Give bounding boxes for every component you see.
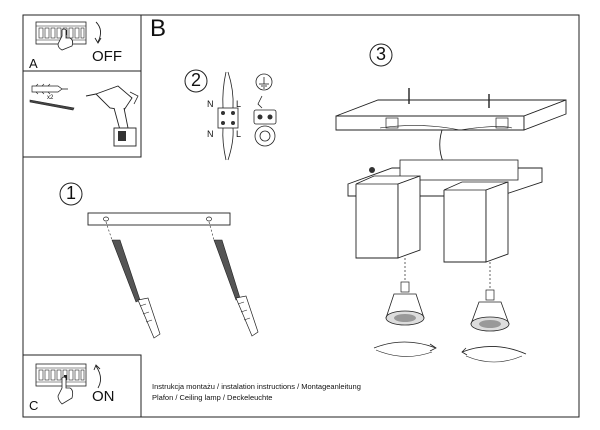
- neutral-label: N: [207, 129, 214, 139]
- wall-anchor-icon: [31, 83, 68, 95]
- step3-badge: [369, 43, 393, 67]
- step1-badge: [59, 182, 83, 206]
- wall-anchor-icon: [137, 297, 161, 339]
- step3-number: 3: [375, 44, 386, 64]
- wall-anchor-icon: [235, 295, 259, 337]
- caption-title: Instrukcja montażu / instalation instruc…: [152, 382, 361, 391]
- step3-diagram: [335, 43, 567, 363]
- live-label: L: [236, 99, 242, 109]
- hand-icon: [57, 28, 74, 51]
- hand-icon: [57, 376, 74, 405]
- step1-number: 1: [65, 183, 76, 203]
- fuse-box-icon: [35, 363, 87, 387]
- screw-icon: [29, 99, 75, 111]
- step2-number: 2: [190, 70, 201, 90]
- step2-badge: [184, 69, 208, 93]
- ground-terminal-icon: [253, 109, 277, 147]
- panel-c-label: C: [29, 398, 39, 413]
- live-label: L: [236, 129, 242, 139]
- power-on-label: ON: [92, 388, 115, 405]
- rotate-arrow-icon: [461, 346, 527, 363]
- ceiling-plate: [335, 88, 567, 131]
- ground-icon: [255, 73, 273, 109]
- terminal-block-icon: [217, 71, 239, 161]
- panel-a-label: A: [29, 56, 38, 71]
- screw-icon: [208, 221, 241, 301]
- tools-panel: [22, 70, 142, 158]
- drill-icon: [85, 85, 139, 147]
- panel-b-label: B: [150, 15, 167, 42]
- caption-product: Plafon / Ceiling lamp / Deckeleuchte: [152, 393, 273, 402]
- bulb-icon: [470, 262, 510, 332]
- bulb-icon: [385, 258, 425, 326]
- anchor-count: x2: [47, 95, 54, 101]
- panel-c: [22, 354, 142, 418]
- mounting-bar: [87, 212, 231, 226]
- sheet-border: [22, 14, 580, 418]
- neutral-label: N: [207, 99, 214, 109]
- power-off-label: OFF: [92, 48, 122, 65]
- screw-icon: [105, 221, 141, 303]
- step2-diagram: [184, 69, 277, 161]
- rotate-arrow-icon: [373, 341, 437, 357]
- step1-diagram: [59, 182, 259, 339]
- arrow-down-icon: [95, 21, 101, 43]
- lamp-body: [347, 159, 543, 263]
- panel-a: [22, 14, 142, 72]
- arrow-up-icon: [95, 365, 101, 389]
